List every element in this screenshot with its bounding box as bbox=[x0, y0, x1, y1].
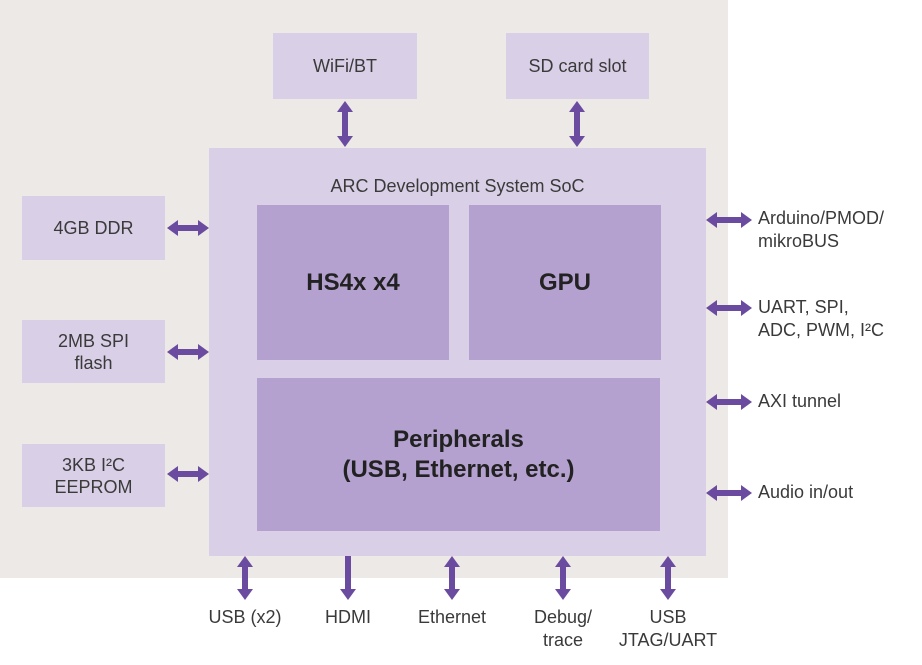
arrow-head-right-icon bbox=[741, 485, 752, 501]
wifi-bt-label: WiFi/BT bbox=[313, 56, 377, 76]
arrow-shaft bbox=[715, 490, 743, 496]
arrow-shaft bbox=[715, 305, 743, 311]
eeprom-arrow-icon bbox=[167, 466, 209, 482]
arrow-head-up-icon bbox=[444, 556, 460, 567]
axi-tunnel-arrow-icon bbox=[706, 394, 752, 410]
ddr-box: 4GB DDR bbox=[22, 196, 165, 260]
peripherals-block: Peripherals (USB, Ethernet, etc.) bbox=[257, 378, 660, 531]
usb-jtag-arrow-icon bbox=[660, 556, 676, 600]
arrow-shaft bbox=[176, 349, 200, 355]
gpu-block: GPU bbox=[469, 205, 661, 360]
arrow-shaft bbox=[242, 565, 248, 591]
arrow-shaft bbox=[176, 225, 200, 231]
usb-x2-label: USB (x2) bbox=[208, 607, 282, 627]
arrow-head-up-icon bbox=[660, 556, 676, 567]
arrow-head-right-icon bbox=[741, 300, 752, 316]
usb-x2-arrow-icon bbox=[237, 556, 253, 600]
axi-tunnel-label: AXI tunnel bbox=[758, 391, 842, 411]
hdmi-label: HDMI bbox=[325, 607, 371, 627]
cpu-label: HS4x x4 bbox=[306, 268, 400, 296]
arrow-head-down-icon bbox=[555, 589, 571, 600]
eeprom-box: 3KB I²C EEPROM bbox=[22, 444, 165, 507]
wifi-bt-box: WiFi/BT bbox=[273, 33, 417, 99]
arrow-head-left-icon bbox=[167, 220, 178, 236]
ddr-label: 4GB DDR bbox=[53, 218, 134, 238]
usb-jtag-label: USB JTAG/UART bbox=[593, 606, 743, 652]
arrow-head-up-icon bbox=[555, 556, 571, 567]
sd-card-slot-box: SD card slot bbox=[506, 33, 649, 99]
cpu-block: HS4x x4 bbox=[257, 205, 449, 360]
arduino-pmod-arrow-icon bbox=[706, 212, 752, 228]
arrow-head-right-icon bbox=[198, 466, 209, 482]
arrow-shaft bbox=[665, 565, 671, 591]
arrow-head-down-icon bbox=[444, 589, 460, 600]
arrow-shaft bbox=[449, 565, 455, 591]
arduino-pmod-label-line1: Arduino/PMOD/ bbox=[758, 208, 885, 228]
spi-flash-label-line2: flash bbox=[74, 352, 113, 373]
ethernet-label: Ethernet bbox=[417, 607, 487, 627]
usb-jtag-label-line1: USB bbox=[649, 607, 687, 627]
debug-trace-label-line1: Debug/ bbox=[533, 607, 593, 627]
wifi-bt-arrow-icon bbox=[337, 101, 353, 147]
arrow-head-left-icon bbox=[706, 212, 717, 228]
arrow-head-left-icon bbox=[167, 344, 178, 360]
arduino-pmod-label: Arduino/PMOD/ mikroBUS bbox=[758, 207, 884, 253]
gpu-label: GPU bbox=[538, 268, 591, 296]
arrow-head-up-icon bbox=[237, 556, 253, 567]
arrow-shaft bbox=[715, 399, 743, 405]
audio-label: Audio in/out bbox=[758, 482, 854, 502]
arrow-head-down-icon bbox=[337, 136, 353, 147]
arrow-head-left-icon bbox=[706, 394, 717, 410]
soc-title: ARC Development System SoC bbox=[330, 176, 585, 196]
arrow-shaft bbox=[715, 217, 743, 223]
arrow-head-left-icon bbox=[706, 485, 717, 501]
arrow-head-right-icon bbox=[198, 220, 209, 236]
arrow-head-down-icon bbox=[237, 589, 253, 600]
uart-spi-label: UART, SPI, ADC, PWM, I²C bbox=[758, 296, 884, 342]
arrow-head-up-icon bbox=[569, 101, 585, 112]
arrow-head-down-icon bbox=[340, 589, 356, 600]
debug-trace-label-line2: trace bbox=[542, 630, 584, 650]
eeprom-label-line1: 3KB I²C bbox=[61, 454, 126, 475]
arduino-pmod-label-line2: mikroBUS bbox=[758, 231, 840, 251]
uart-spi-arrow-icon bbox=[706, 300, 752, 316]
sd-card-arrow-icon bbox=[569, 101, 585, 147]
ethernet-arrow-icon bbox=[444, 556, 460, 600]
spi-flash-label-line1: 2MB SPI bbox=[57, 330, 130, 351]
uart-spi-label-line2: ADC, PWM, I²C bbox=[758, 320, 884, 340]
arrow-head-down-icon bbox=[660, 589, 676, 600]
eeprom-label-line2: EEPROM bbox=[54, 476, 133, 497]
sd-card-slot-label: SD card slot bbox=[528, 56, 627, 76]
spi-flash-box: 2MB SPI flash bbox=[22, 320, 165, 383]
peripherals-label-line1: Peripherals bbox=[393, 425, 524, 453]
debug-trace-label: Debug/ trace bbox=[488, 606, 638, 652]
arrow-head-right-icon bbox=[741, 212, 752, 228]
uart-spi-label-line1: UART, SPI, bbox=[758, 297, 849, 317]
arrow-head-right-icon bbox=[741, 394, 752, 410]
debug-trace-arrow-icon bbox=[555, 556, 571, 600]
arrow-head-up-icon bbox=[337, 101, 353, 112]
arrow-head-left-icon bbox=[167, 466, 178, 482]
arrow-head-down-icon bbox=[569, 136, 585, 147]
audio-arrow-icon bbox=[706, 485, 752, 501]
arrow-head-left-icon bbox=[706, 300, 717, 316]
arrow-shaft bbox=[345, 556, 351, 591]
spi-flash-arrow-icon bbox=[167, 344, 209, 360]
usb-jtag-label-line2: JTAG/UART bbox=[618, 630, 718, 650]
hdmi-arrow-icon bbox=[340, 556, 356, 600]
peripherals-label-line2: (USB, Ethernet, etc.) bbox=[342, 455, 575, 483]
arrow-head-right-icon bbox=[198, 344, 209, 360]
arrow-shaft bbox=[574, 110, 580, 138]
ddr-arrow-icon bbox=[167, 220, 209, 236]
arrow-shaft bbox=[342, 110, 348, 138]
arrow-shaft bbox=[560, 565, 566, 591]
arrow-shaft bbox=[176, 471, 200, 477]
